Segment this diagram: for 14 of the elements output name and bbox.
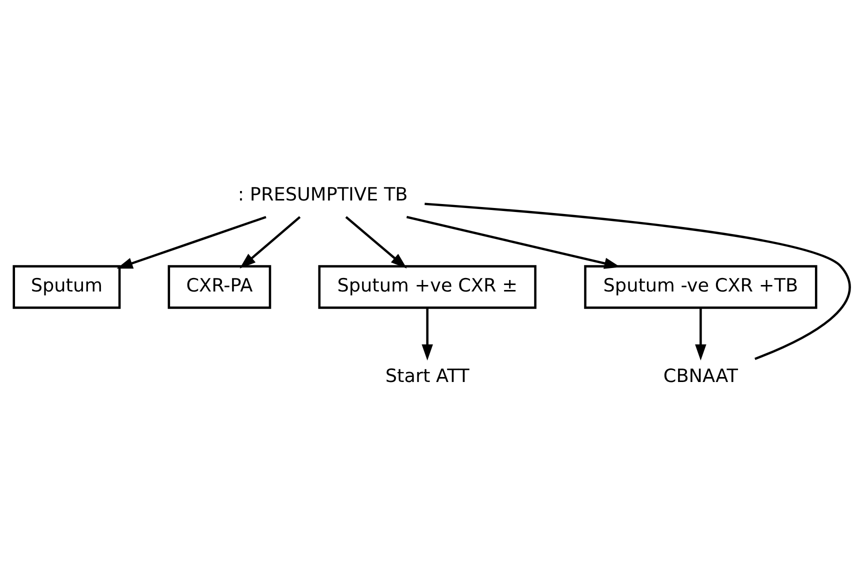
arrow bbox=[422, 307, 433, 360]
node-text: CBNAAT bbox=[663, 366, 738, 387]
arrow bbox=[695, 307, 706, 360]
node-text: : PRESUMPTIVE TB bbox=[238, 184, 408, 206]
connector bbox=[424, 202, 851, 360]
arrow bbox=[406, 215, 620, 268]
node-box: CXR-PA bbox=[168, 264, 272, 308]
node-box: Sputum -ve CXR +TB bbox=[584, 264, 818, 308]
arrow bbox=[345, 216, 407, 268]
arrow bbox=[240, 216, 301, 268]
node-box: Sputum +ve CXR ± bbox=[318, 264, 536, 308]
node-box: Sputum bbox=[12, 264, 121, 308]
node-text: Start ATT bbox=[385, 366, 470, 387]
arrow bbox=[116, 215, 266, 268]
